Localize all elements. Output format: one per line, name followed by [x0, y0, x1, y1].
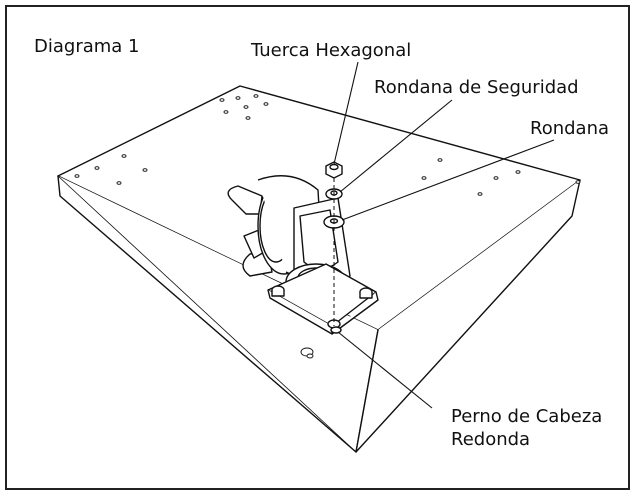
label-washer: Rondana — [530, 118, 610, 139]
diagram-title: Diagrama 1 — [34, 36, 140, 57]
label-lock-washer: Rondana de Seguridad — [374, 77, 579, 98]
leader-lines — [333, 61, 555, 409]
board-side-face — [355, 179, 581, 453]
label-bolt-line2: Redonda — [451, 429, 531, 450]
leader-washer — [341, 139, 555, 221]
label-hex-nut: Tuerca Hexagonal — [251, 40, 412, 61]
board-holes — [74, 94, 581, 359]
caster — [227, 175, 379, 335]
leader-bolt — [337, 331, 433, 409]
leader-hex-nut — [333, 61, 359, 165]
label-bolt-line1: Perno de Cabeza — [451, 406, 603, 427]
bolt-part — [330, 326, 342, 334]
leader-lock-washer — [339, 99, 453, 193]
